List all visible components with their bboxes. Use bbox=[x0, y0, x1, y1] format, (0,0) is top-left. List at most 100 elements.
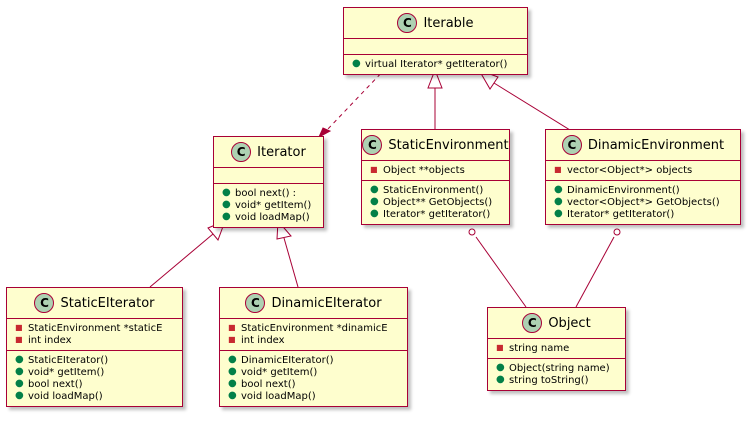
fields-section: ■ StaticEnvironment *staticE ■ int index bbox=[7, 318, 182, 350]
public-visibility-icon: ● bbox=[222, 187, 231, 198]
private-visibility-icon: ■ bbox=[228, 323, 236, 332]
fields-section bbox=[214, 167, 323, 183]
method-text: void loadMap() bbox=[235, 211, 310, 223]
public-visibility-icon: ● bbox=[222, 199, 231, 210]
method-row: ● void* getItem() bbox=[222, 199, 317, 211]
aggregation-diamond bbox=[613, 228, 621, 236]
method-row: ●StaticEnvironment() bbox=[370, 184, 503, 196]
method-text: void loadMap() bbox=[28, 390, 103, 402]
field-row: ■ StaticEnvironment *staticE bbox=[15, 322, 176, 334]
methods-section: ●DinamicEIterator()●void* getItem()●bool… bbox=[220, 350, 407, 406]
method-text: void* getItem() bbox=[241, 366, 318, 378]
class-name: StaticEIterator bbox=[60, 295, 155, 311]
method-row: ●StaticEIterator() bbox=[15, 354, 176, 366]
method-row: ●DinamicEnvironment() bbox=[554, 184, 734, 196]
public-visibility-icon: ● bbox=[370, 208, 379, 219]
relation-dinamic-environment-to-object bbox=[575, 236, 615, 308]
method-text: Object(string name) bbox=[509, 362, 610, 374]
method-text: bool next() bbox=[241, 378, 296, 390]
method-row: ● bool next() : bbox=[222, 187, 317, 199]
method-text: vector<Object*> GetObjects() bbox=[567, 196, 720, 208]
methods-section: ●virtual Iterator* getIterator() bbox=[344, 54, 527, 74]
methods-section: ●StaticEIterator()●void* getItem()●bool … bbox=[7, 350, 182, 406]
class-stereotype-icon: C bbox=[231, 142, 252, 162]
field-row: ■ int index bbox=[228, 334, 401, 346]
public-visibility-icon: ● bbox=[370, 184, 379, 195]
class-header: C DinamicEIterator bbox=[220, 288, 407, 318]
fields-section: ■string name bbox=[488, 338, 625, 358]
relation-iterable-to-iterator bbox=[325, 67, 387, 132]
class-name: Iterable bbox=[423, 15, 474, 31]
method-row: ● Iterator* getIterator() bbox=[370, 208, 503, 220]
method-row: ● void loadMap() bbox=[222, 211, 317, 223]
field-text: int index bbox=[28, 334, 72, 346]
method-text: Iterator* getIterator() bbox=[383, 208, 491, 220]
public-visibility-icon: ● bbox=[15, 354, 24, 365]
public-visibility-icon: ● bbox=[228, 390, 237, 401]
class-dinamic-eiterator[interactable]: C DinamicEIterator ■ StaticEnvironment *din… bbox=[219, 287, 408, 407]
method-row: ● void* getItem() bbox=[228, 366, 401, 378]
method-text: bool next() bbox=[28, 378, 83, 390]
field-text: StaticEnvironment *dinamicE bbox=[241, 322, 388, 334]
methods-section: ●DinamicEnvironment()●vector<Object*> Ge… bbox=[546, 180, 740, 224]
class-stereotype-icon: C bbox=[522, 313, 543, 333]
method-row: ● Object** GetObjects() bbox=[370, 196, 503, 208]
method-row: ●vector<Object*> GetObjects() bbox=[554, 196, 734, 208]
method-text: Iterator* getIterator() bbox=[567, 208, 675, 220]
class-stereotype-icon: C bbox=[561, 135, 582, 155]
field-row: ■ vector<Object*> objects bbox=[554, 164, 734, 176]
class-dinamic-environment[interactable]: C DinamicEnvironment ■ vector<Object*> obje… bbox=[545, 129, 741, 225]
field-text: vector<Object*> objects bbox=[567, 164, 693, 176]
generalization-triangle bbox=[427, 68, 443, 89]
private-visibility-icon: ■ bbox=[15, 323, 23, 332]
method-row: ●bool next() bbox=[228, 378, 401, 390]
public-visibility-icon: ● bbox=[370, 196, 379, 207]
public-visibility-icon: ● bbox=[15, 378, 24, 389]
public-visibility-icon: ● bbox=[222, 211, 231, 222]
method-text: string toString() bbox=[509, 374, 589, 386]
method-row: ●void loadMap() bbox=[15, 390, 176, 402]
method-text: virtual Iterator* getIterator() bbox=[365, 58, 508, 70]
methods-section: ● bool next() : ● void* getItem() ● void load… bbox=[214, 183, 323, 227]
method-text: void* getItem() bbox=[235, 199, 312, 211]
class-stereotype-icon: C bbox=[245, 293, 266, 313]
private-visibility-icon: ■ bbox=[228, 335, 236, 344]
public-visibility-icon: ● bbox=[554, 184, 563, 195]
relation-dinamic-environment-to-iterable bbox=[493, 82, 571, 131]
private-visibility-icon: ■ bbox=[496, 343, 504, 352]
method-row: ● Iterator* getIterator() bbox=[554, 208, 734, 220]
field-row: ■ StaticEnvironment *dinamicE bbox=[228, 322, 401, 334]
fields-section bbox=[344, 38, 527, 54]
relation-static-eiterator-to-iterator bbox=[149, 233, 214, 288]
fields-section: ■Object **objects bbox=[362, 160, 509, 180]
public-visibility-icon: ● bbox=[228, 366, 237, 377]
public-visibility-icon: ● bbox=[15, 366, 24, 377]
method-text: Object** GetObjects() bbox=[383, 196, 493, 208]
dependency-arrowhead bbox=[317, 127, 332, 139]
class-name: DinamicEnvironment bbox=[587, 137, 725, 153]
relation-static-environment-to-object bbox=[475, 236, 527, 308]
class-header: C DinamicEnvironment bbox=[546, 130, 740, 160]
method-row: ●void loadMap() bbox=[228, 390, 401, 402]
method-row: ●string toString() bbox=[496, 374, 619, 386]
field-row: ■string name bbox=[496, 342, 619, 354]
private-visibility-icon: ■ bbox=[554, 165, 562, 174]
private-visibility-icon: ■ bbox=[15, 335, 23, 344]
field-text: int index bbox=[241, 334, 285, 346]
field-text: StaticEnvironment *staticE bbox=[28, 322, 163, 334]
class-name: DinamicEIterator bbox=[271, 295, 382, 311]
methods-section: ●Object(string name)●string toString() bbox=[488, 358, 625, 390]
method-text: bool next() : bbox=[235, 187, 297, 199]
public-visibility-icon: ● bbox=[554, 208, 563, 219]
methods-section: ●StaticEnvironment()●Object** GetObjects… bbox=[362, 180, 509, 224]
method-row: ●DinamicEIterator() bbox=[228, 354, 401, 366]
